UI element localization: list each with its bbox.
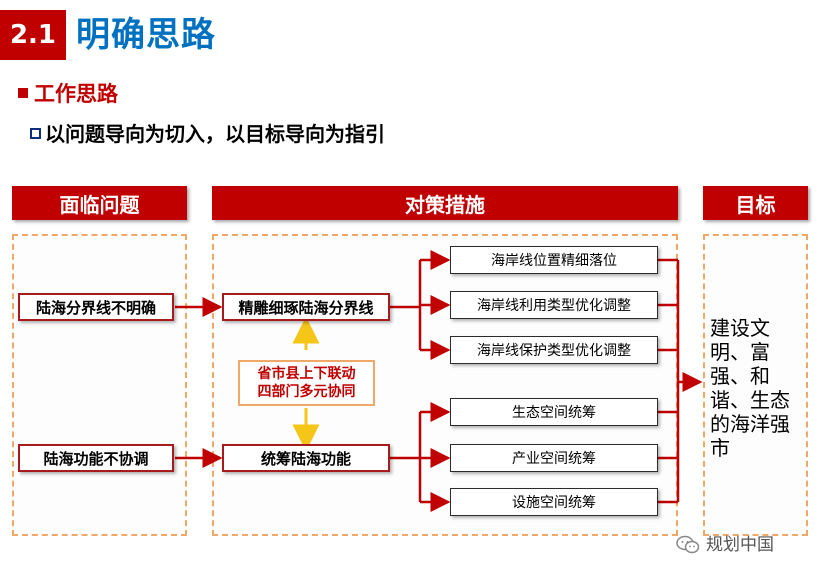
measure-detail-box: 生态空间统筹 [450,398,658,426]
column-header-measures: 对策措施 [212,186,678,220]
measure-detail-box: 设施空间统筹 [450,488,658,516]
measure-primary-box: 精雕细琢陆海分界线 [222,293,390,321]
section-number: 2.1 [0,10,66,60]
column-header-goal: 目标 [703,186,808,220]
measure-primary-box: 统筹陆海功能 [222,444,390,472]
measure-detail-box: 海岸线利用类型优化调整 [450,291,658,319]
problems-panel [12,234,187,536]
goal-text: 建设文明、富强、和谐、生态的海洋强市 [710,316,790,460]
measure-detail-box: 产业空间统筹 [450,444,658,472]
source-watermark: 规划中国 [676,532,774,558]
coordination-line: 四部门多元协同 [257,384,356,400]
measure-detail-box: 海岸线保护类型优化调整 [450,336,658,364]
subheading-text: 工作思路 [34,82,118,106]
subheading: 工作思路 [18,80,118,108]
measure-detail-box: 海岸线位置精细落位 [450,246,658,274]
hollow-square-bullet-icon [30,128,41,139]
wechat-icon [676,535,700,554]
source-text: 规划中国 [706,535,774,555]
column-header-problems: 面临问题 [12,186,187,220]
page-title: 明确思路 [76,15,216,55]
coordination-line: 省市县上下联动 [257,366,356,382]
guiding-point: 以问题导向为切入，以目标导向为指引 [30,120,385,148]
goal-panel [703,234,808,536]
bullet-square-icon [18,88,28,98]
coordination-box: 省市县上下联动 四部门多元协同 [238,360,375,406]
guiding-point-text: 以问题导向为切入，以目标导向为指引 [45,122,385,146]
problem-box: 陆海分界线不明确 [18,293,174,321]
problem-box: 陆海功能不协调 [18,444,174,472]
